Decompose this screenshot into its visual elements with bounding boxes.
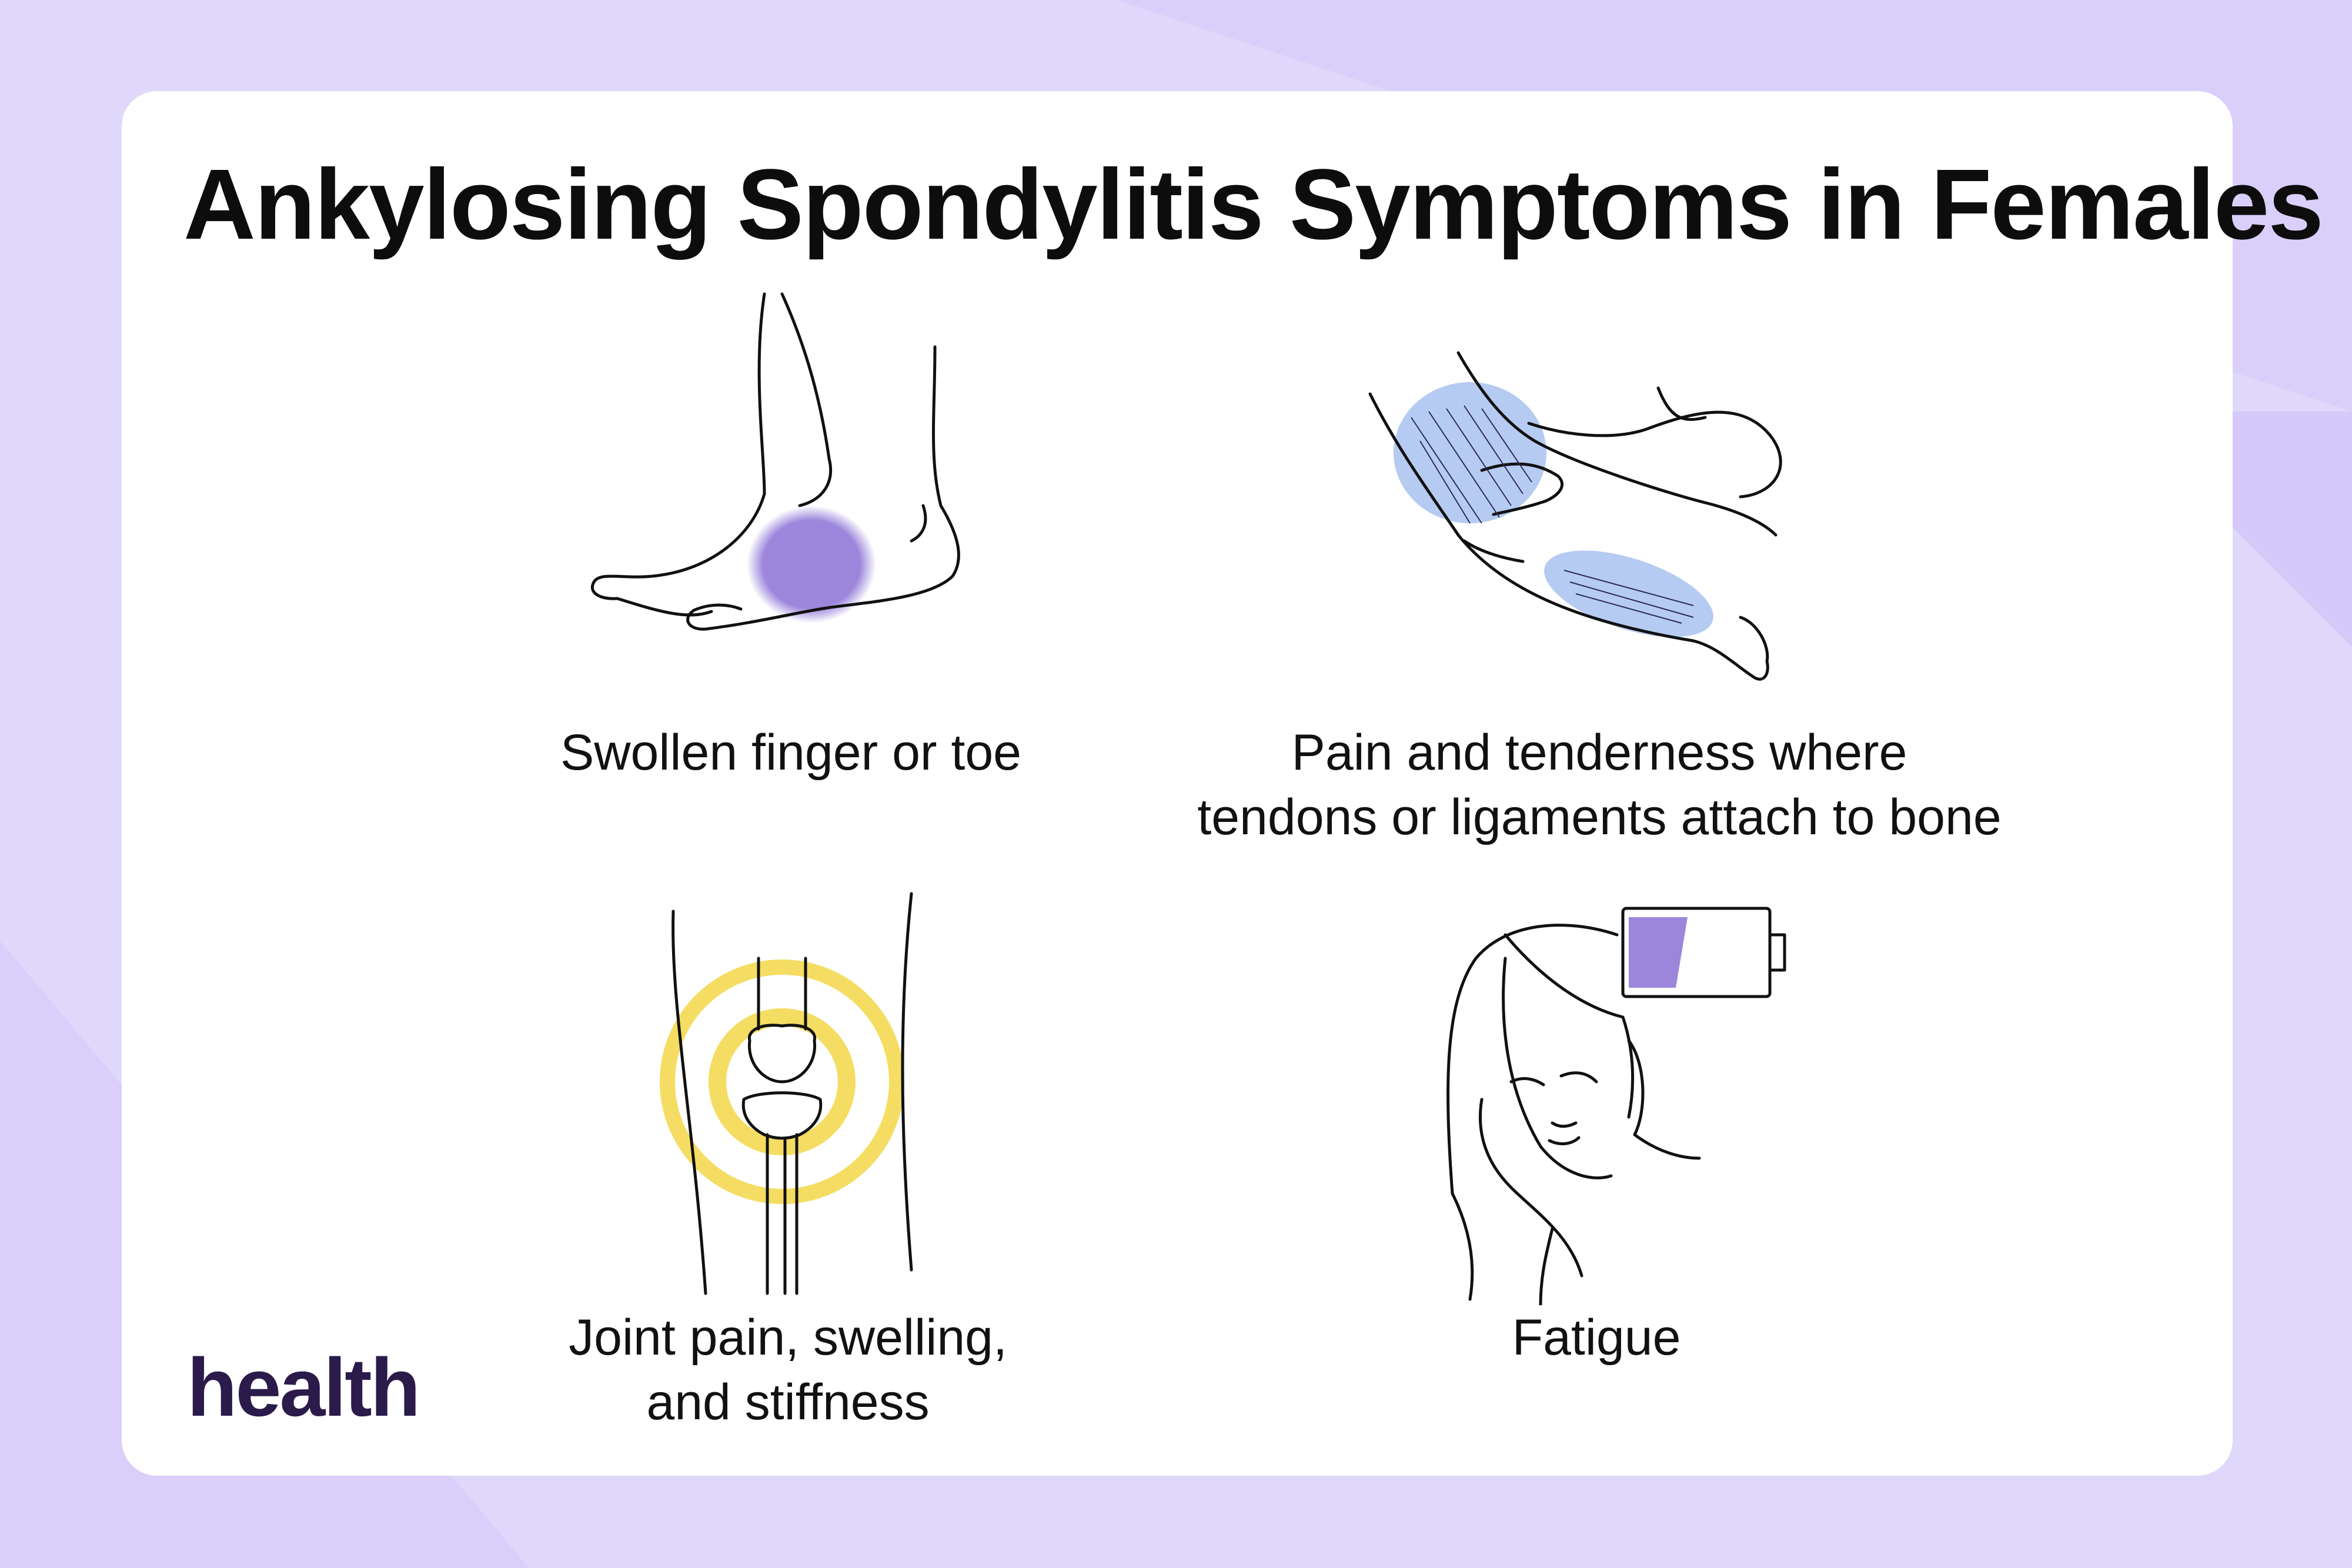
swollen-foot-icon — [576, 282, 1000, 670]
symptom-caption-swollen: Swollen finger or toe — [560, 724, 1021, 781]
symptom-caption-tendons: Pain and tenderness where tendons or lig… — [1197, 724, 2002, 845]
symptom-caption-fatigue: Fatigue — [1512, 1309, 1681, 1366]
leg-tendon-icon — [1364, 347, 1835, 700]
tired-woman-battery-icon — [1435, 900, 1788, 1305]
symptom-caption-joint: Joint pain, swelling, and stiffness — [569, 1309, 1007, 1430]
brand-logo: health — [187, 1341, 420, 1433]
page-title: Ankylosing Spondylitis Symptoms in Femal… — [183, 149, 2324, 260]
info-card — [122, 91, 2233, 1476]
knee-joint-icon — [647, 888, 929, 1299]
